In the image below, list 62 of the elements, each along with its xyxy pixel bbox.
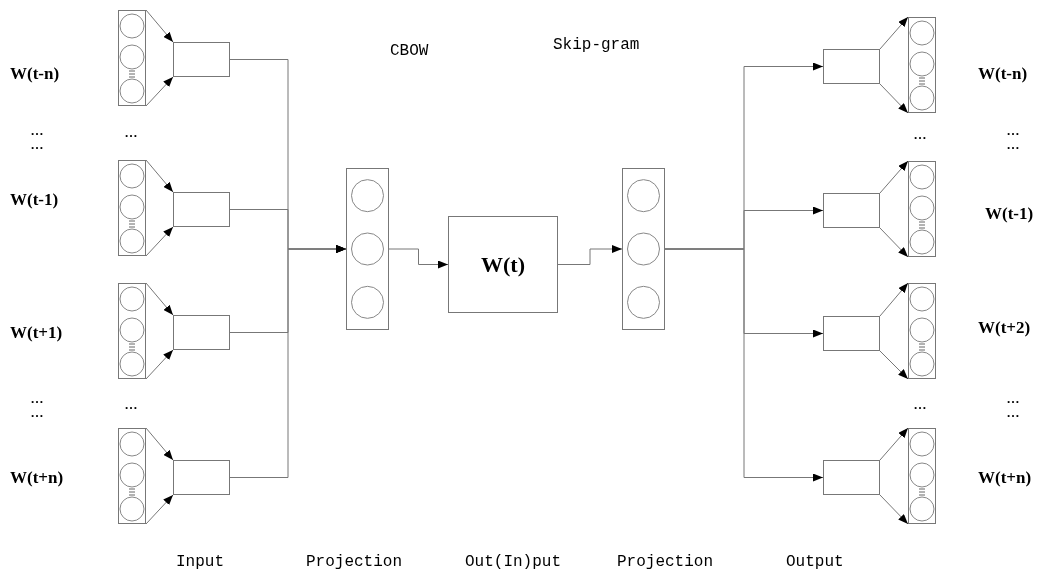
layer-label: Output [786, 553, 844, 571]
ellipsis-mark: … [124, 398, 138, 412]
word-label: W(t-n) [978, 64, 1028, 84]
word-label: W(t+n) [10, 468, 64, 488]
neuron-column [118, 283, 146, 379]
word-label: W(t+2) [978, 318, 1031, 338]
neuron-column [908, 283, 936, 379]
word-label: W(t+n) [978, 468, 1032, 488]
arrow [879, 16, 909, 50]
word-box: W(t) [448, 216, 558, 313]
hidden-box [823, 49, 880, 84]
layer-label: Skip-gram [553, 36, 640, 54]
ellipsis-mark: … [913, 398, 927, 412]
arrow [879, 427, 909, 461]
layer-label: Projection [617, 553, 713, 571]
word-label: W(t-1) [10, 190, 59, 210]
arrow [879, 494, 909, 525]
ellipsis-mark: … … [1006, 124, 1020, 152]
arrow [879, 350, 909, 380]
arrow [145, 159, 174, 193]
arrow [879, 160, 909, 194]
neuron-column [908, 428, 936, 524]
word-label: W(t+1) [10, 323, 63, 343]
arrow [145, 282, 174, 316]
arrow [229, 245, 347, 478]
word-label: W(t-n) [10, 64, 60, 84]
hidden-box [173, 315, 230, 350]
neuron-column [118, 160, 146, 256]
ellipsis-mark: … … [30, 124, 44, 152]
ellipsis-mark: … [913, 128, 927, 142]
arrow [145, 76, 174, 107]
arrow [145, 349, 174, 380]
arrow [879, 282, 909, 317]
word-label: W(t-1) [985, 204, 1034, 224]
hidden-box [173, 42, 230, 77]
arrow [145, 9, 174, 43]
ellipsis-mark: … [124, 126, 138, 140]
hidden-box [173, 460, 230, 495]
projection-layer [622, 168, 665, 330]
arrow [664, 248, 824, 482]
layer-label: Out(In)put [465, 553, 561, 571]
neuron-column [908, 17, 936, 113]
arrow [879, 83, 909, 114]
arrow [145, 494, 174, 525]
layer-label: CBOW [390, 42, 429, 60]
hidden-box [173, 192, 230, 227]
arrow [879, 227, 909, 258]
layer-label: Projection [306, 553, 402, 571]
arrow [145, 427, 174, 461]
arrow [557, 245, 623, 265]
arrow [145, 226, 174, 257]
neuron-column [118, 10, 146, 106]
hidden-box [823, 316, 880, 351]
neuron-column [118, 428, 146, 524]
layer-label: Input [176, 553, 224, 571]
ellipsis-mark: … … [1006, 392, 1020, 420]
projection-layer [346, 168, 389, 330]
arrow [388, 248, 449, 269]
hidden-box [823, 460, 880, 495]
hidden-box [823, 193, 880, 228]
neuron-column [908, 161, 936, 257]
ellipsis-mark: … … [30, 392, 44, 420]
